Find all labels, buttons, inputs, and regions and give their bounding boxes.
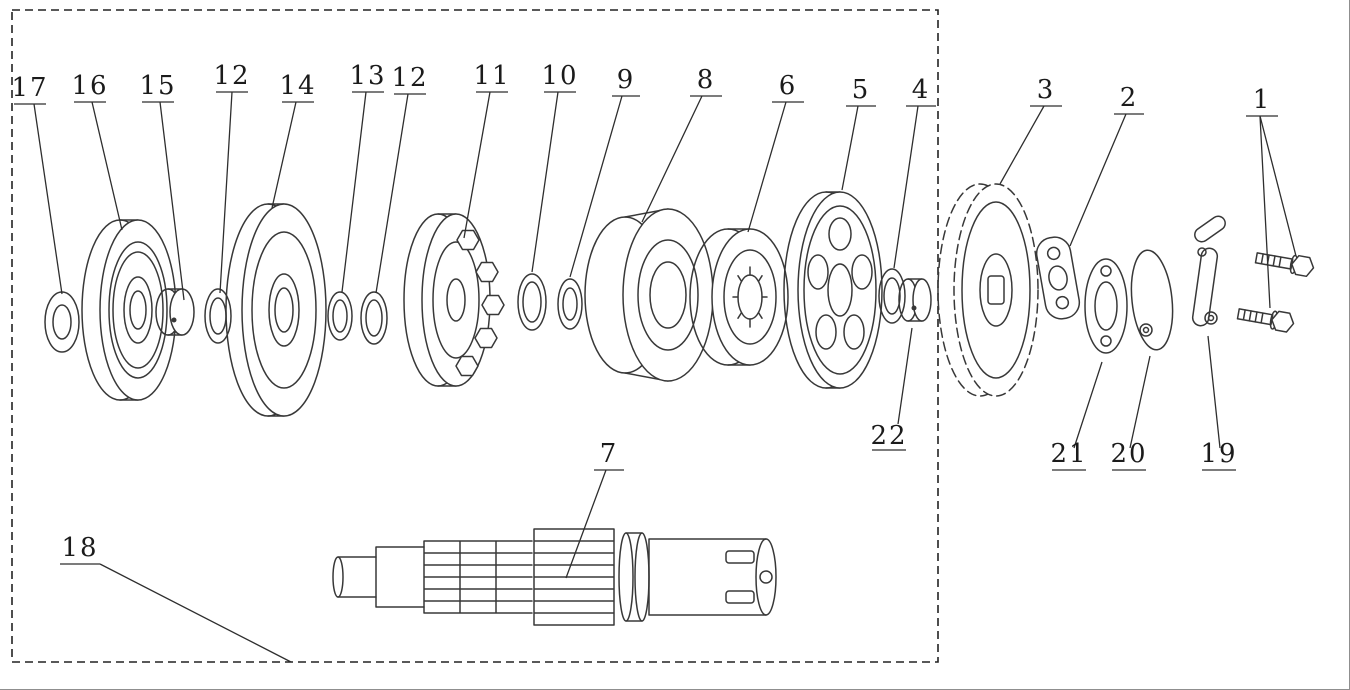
callout-2: 2 xyxy=(1069,83,1144,247)
part-14-bearing xyxy=(225,203,327,417)
part-4-ring xyxy=(878,268,906,324)
callout-19-number: 19 xyxy=(1200,439,1237,469)
callout-5-number: 5 xyxy=(852,75,871,105)
callout-10: 10 xyxy=(531,61,578,273)
part-19-lever xyxy=(1191,215,1226,327)
callout-1: 1 xyxy=(1246,85,1297,309)
callout-12a: 12 xyxy=(213,61,250,294)
callout-5: 5 xyxy=(841,75,876,191)
callout-12a-number: 12 xyxy=(213,61,250,91)
callout-8: 8 xyxy=(641,65,722,223)
callout-16: 16 xyxy=(71,71,123,231)
callout-10-number: 10 xyxy=(541,61,578,91)
callout-19: 19 xyxy=(1200,335,1237,471)
callout-3-number: 3 xyxy=(1037,75,1056,105)
callout-15-number: 15 xyxy=(139,71,176,101)
callout-21-number: 21 xyxy=(1050,439,1087,469)
part-21-gasket xyxy=(1084,258,1128,354)
part-16-bearing-pulley xyxy=(81,219,177,401)
callout-8-number: 8 xyxy=(697,65,716,95)
callout-3: 3 xyxy=(999,75,1062,185)
callout-15: 15 xyxy=(139,71,185,301)
callout-6-number: 6 xyxy=(779,71,798,101)
part-8-clutch-drum xyxy=(584,208,714,382)
callout-20-number: 20 xyxy=(1110,439,1147,469)
part-15-spacer-bushing xyxy=(155,288,195,336)
callout-18-number: 18 xyxy=(61,533,98,563)
callout-11-number: 11 xyxy=(473,61,510,91)
callout-14: 14 xyxy=(271,71,316,209)
callout-22-number: 22 xyxy=(870,421,907,451)
callout-6: 6 xyxy=(747,71,804,233)
part-9-ring xyxy=(557,278,583,330)
parts-layer xyxy=(44,183,1316,626)
part-20-cover-plate xyxy=(1130,249,1174,351)
callout-7: 7 xyxy=(565,439,624,579)
part-22-pin-bushing xyxy=(898,278,932,322)
part-6-splined-hub xyxy=(689,228,789,366)
callout-11: 11 xyxy=(463,61,510,239)
callout-18: 18 xyxy=(60,533,292,663)
part-3-starter-gear xyxy=(937,183,1039,397)
callout-17-number: 17 xyxy=(11,73,48,103)
callout-9: 9 xyxy=(569,65,640,278)
callout-4: 4 xyxy=(893,75,936,269)
callout-7-number: 7 xyxy=(600,439,619,469)
part-5-pressure-plate xyxy=(783,191,883,389)
part-1-bolts xyxy=(1236,252,1316,334)
callout-14-number: 14 xyxy=(279,71,316,101)
callout-22: 22 xyxy=(870,327,913,451)
callout-17: 17 xyxy=(11,73,63,295)
part-17-washer xyxy=(44,291,80,353)
callout-1-number: 1 xyxy=(1253,85,1272,115)
callouts-layer: 17 16 15 12 14 13 12 11 xyxy=(11,61,1297,663)
part-13-ring xyxy=(327,291,353,341)
callout-20: 20 xyxy=(1110,355,1151,471)
callout-13-number: 13 xyxy=(349,61,386,91)
callout-12b: 12 xyxy=(375,63,428,294)
callout-9-number: 9 xyxy=(617,65,636,95)
part-7-main-shaft xyxy=(332,528,777,626)
callout-4-number: 4 xyxy=(912,75,931,105)
part-11-one-way-clutch xyxy=(403,213,505,387)
callout-12b-number: 12 xyxy=(391,63,428,93)
part-12b-ring xyxy=(360,291,388,345)
callout-2-number: 2 xyxy=(1120,83,1139,113)
part-10-ring xyxy=(517,273,547,331)
part-2-gasket xyxy=(1035,236,1081,320)
boundary-dashed-box xyxy=(11,9,939,663)
callout-16-number: 16 xyxy=(71,71,108,101)
callout-13: 13 xyxy=(341,61,386,293)
callout-21: 21 xyxy=(1050,361,1103,471)
